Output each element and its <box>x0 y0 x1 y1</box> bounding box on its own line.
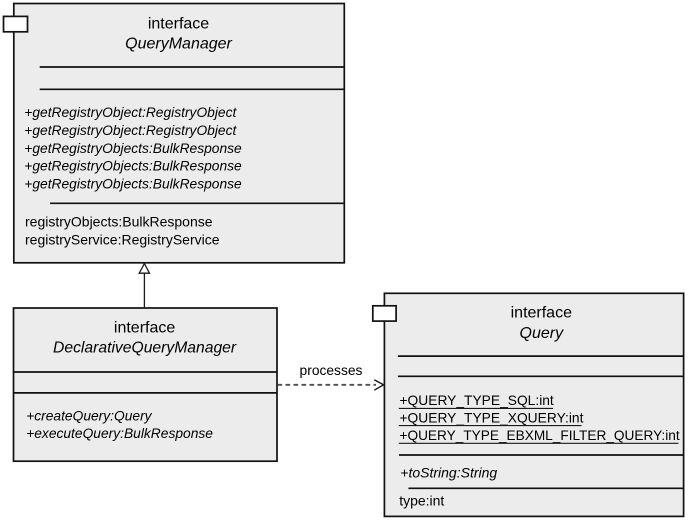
svg-text:+toString:String: +toString:String <box>400 465 497 481</box>
svg-text:QueryManager: QueryManager <box>125 36 232 53</box>
svg-text:+createQuery:Query: +createQuery:Query <box>26 409 152 424</box>
svg-text:+getRegistryObject:RegistryObj: +getRegistryObject:RegistryObject <box>24 105 237 120</box>
svg-text:processes: processes <box>300 363 363 378</box>
svg-text:DeclarativeQueryManager: DeclarativeQueryManager <box>53 340 237 357</box>
svg-text:+QUERY_TYPE_SQL:int: +QUERY_TYPE_SQL:int <box>400 393 554 408</box>
svg-text:+QUERY_TYPE_XQUERY:int: +QUERY_TYPE_XQUERY:int <box>400 411 584 426</box>
svg-text:interface: interface <box>511 305 572 322</box>
svg-text:type:int: type:int <box>399 493 444 509</box>
svg-text:+QUERY_TYPE_EBXML_FILTER_QUERY: +QUERY_TYPE_EBXML_FILTER_QUERY:int <box>400 428 680 443</box>
svg-text:interface: interface <box>114 320 175 337</box>
svg-text:Query: Query <box>520 325 565 342</box>
svg-text:+getRegistryObjects:BulkRespon: +getRegistryObjects:BulkResponse <box>24 159 242 174</box>
svg-text:registryObjects:BulkResponse: registryObjects:BulkResponse <box>25 214 213 230</box>
svg-text:registryService:RegistryServic: registryService:RegistryService <box>25 231 220 247</box>
svg-text:interface: interface <box>148 16 209 33</box>
svg-text:+executeQuery:BulkResponse: +executeQuery:BulkResponse <box>26 426 213 441</box>
svg-text:+getRegistryObjects:BulkRespon: +getRegistryObjects:BulkResponse <box>24 141 242 156</box>
svg-text:+getRegistryObject:RegistryObj: +getRegistryObject:RegistryObject <box>24 123 237 138</box>
svg-text:+getRegistryObjects:BulkRespon: +getRegistryObjects:BulkResponse <box>24 177 242 192</box>
